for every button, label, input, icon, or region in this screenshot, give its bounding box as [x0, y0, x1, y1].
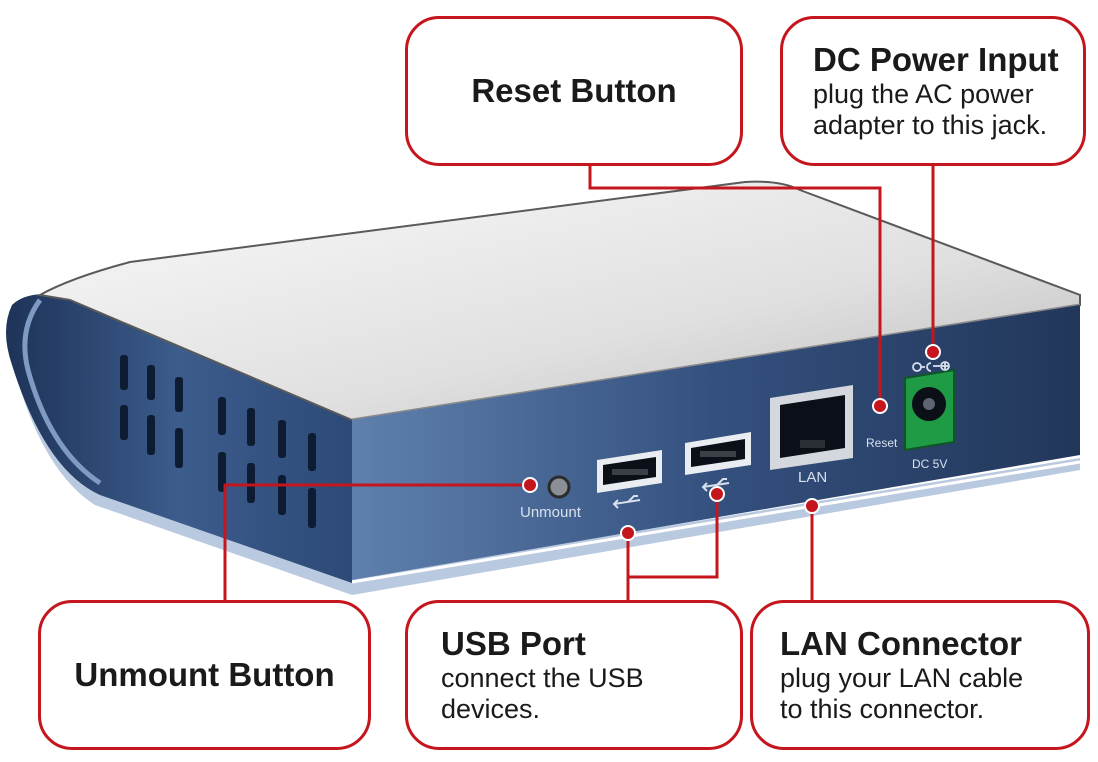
reset-button-callout: Reset Button	[405, 16, 743, 166]
unmount-callout-title: Unmount Button	[74, 656, 335, 693]
reset-leader-line	[588, 166, 882, 404]
lan-connector-callout: LAN Connector plug your LAN cable to thi…	[750, 600, 1090, 750]
side-vents	[120, 355, 316, 528]
usb-symbol-icon	[701, 478, 730, 492]
dc-power-jack[interactable]	[904, 368, 955, 452]
dc-port-label: DC 5V	[912, 457, 948, 471]
leader-dots	[522, 344, 941, 541]
unmount-port-label: Unmount	[520, 504, 581, 521]
dc-power-callout: DC Power Input plug the AC power adapter…	[780, 16, 1086, 166]
dc-callout-title: DC Power Input	[813, 41, 1059, 78]
lan-port[interactable]	[770, 385, 853, 470]
unmount-button-callout: Unmount Button	[38, 600, 371, 750]
reset-callout-title: Reset Button	[471, 72, 677, 109]
dc-callout-desc-2: adapter to this jack.	[813, 110, 1048, 140]
usb-port-callout: USB Port connect the USB devices.	[405, 600, 743, 750]
usb-port-1[interactable]	[597, 450, 662, 493]
side-rim	[22, 298, 102, 486]
unmount-button[interactable]	[547, 475, 571, 499]
usb-symbol-icon	[612, 495, 641, 509]
lan-callout-title: LAN Connector	[780, 625, 1022, 662]
reset-port-label: Reset	[866, 436, 898, 450]
usb-port-2[interactable]	[685, 432, 751, 475]
lan-callout-desc-1: plug your LAN cable	[780, 663, 1024, 693]
usb-leader-line	[626, 494, 719, 600]
usb-callout-title: USB Port	[441, 625, 586, 662]
usb-callout-desc-1: connect the USB	[441, 663, 644, 693]
unmount-leader-line	[223, 483, 530, 600]
polarity-icon	[912, 361, 950, 372]
lan-port-label: LAN	[798, 469, 828, 486]
usb-callout-desc-2: devices.	[441, 694, 541, 724]
dc-callout-desc-1: plug the AC power	[813, 79, 1034, 109]
device-top-lid	[37, 180, 1081, 422]
device-base	[12, 360, 1080, 595]
lan-callout-desc-2: to this connector.	[780, 694, 985, 724]
